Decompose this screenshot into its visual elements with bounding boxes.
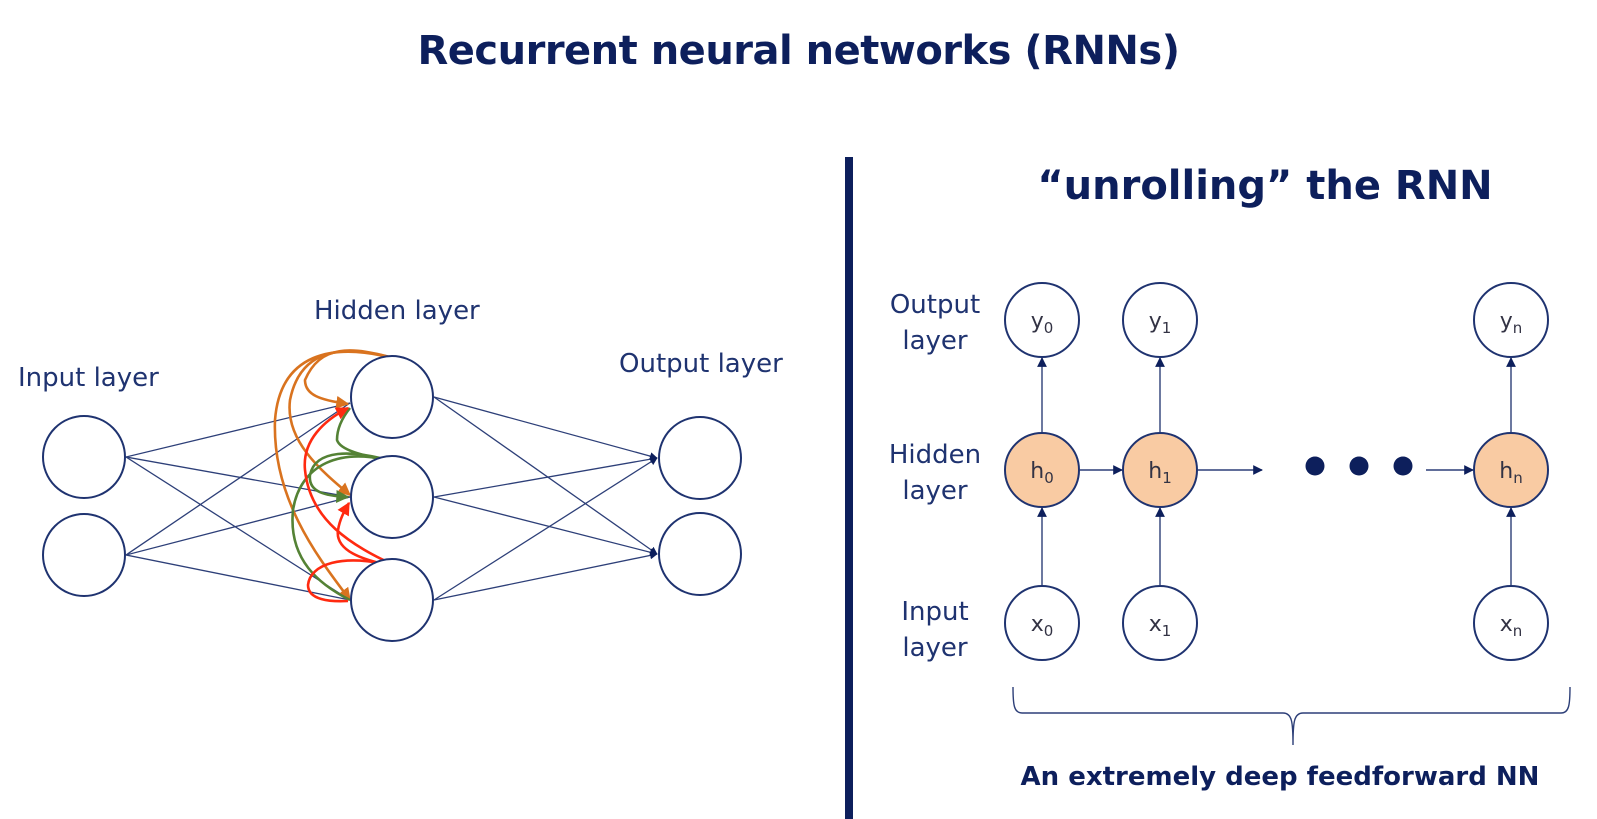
ellipsis-dot <box>1305 456 1325 476</box>
row-label-output-line1: Output <box>889 290 981 320</box>
recurrent-edges-orange <box>273 349 401 602</box>
slide-title: Recurrent neural networks (RNNs) <box>417 28 1180 74</box>
y-node-label: y0 <box>1031 309 1054 337</box>
hidden-nodes <box>350 355 434 642</box>
vertical-arrows <box>1037 357 1516 585</box>
y-node <box>1473 282 1549 358</box>
h-node-label: h1 <box>1148 459 1172 487</box>
hidden-node <box>350 355 434 439</box>
input-node <box>42 415 126 499</box>
unrolling-title: “unrolling” the RNN <box>1037 163 1493 209</box>
h-node <box>1004 432 1080 508</box>
output-node <box>658 416 742 500</box>
output-node <box>658 512 742 596</box>
edge <box>433 455 658 498</box>
hidden-output-edges <box>433 396 658 601</box>
hidden-layer-label: Hidden layer <box>314 296 480 326</box>
edge <box>433 496 658 557</box>
output-layer-label: Output layer <box>619 349 783 379</box>
row-label-input-line2: layer <box>902 633 968 663</box>
x-node-label: xn <box>1500 612 1523 640</box>
h-node-label: h0 <box>1030 459 1054 487</box>
row-label-input: Input layer <box>880 594 990 666</box>
recurrent-edge <box>273 350 401 602</box>
y-node-label: y1 <box>1149 309 1172 337</box>
edge <box>125 456 351 498</box>
hidden-node <box>350 455 434 539</box>
row-label-hidden-line1: Hidden <box>888 440 982 470</box>
row-label-output: Output layer <box>880 287 990 359</box>
recurrent-edge <box>303 406 399 569</box>
edge <box>125 456 351 601</box>
section-divider <box>845 157 853 819</box>
y-node-label: yn <box>1500 309 1523 337</box>
hidden-node <box>350 558 434 642</box>
input-node <box>42 513 126 597</box>
timestep-column: y0 h0 x0 <box>1004 282 1080 661</box>
curly-brace <box>1012 686 1571 746</box>
y-node <box>1122 282 1198 358</box>
x-node <box>1122 585 1198 661</box>
edge <box>125 496 351 556</box>
row-label-output-line2: layer <box>902 326 968 356</box>
edge <box>125 402 351 458</box>
x-node-label: x1 <box>1149 612 1172 640</box>
h-node-label: hn <box>1499 459 1522 487</box>
edge <box>433 396 658 555</box>
recurrent-edges-red <box>303 406 399 603</box>
ellipsis-dot <box>1349 456 1369 476</box>
folded-rnn-diagram <box>42 349 742 642</box>
row-label-hidden-line2: layer <box>902 476 968 506</box>
timestep-column: y1 h1 x1 <box>1122 282 1198 661</box>
x-node <box>1473 585 1549 661</box>
unrolled-caption: An extremely deep feedforward NN <box>1020 762 1540 792</box>
x-node <box>1004 585 1080 661</box>
input-nodes <box>42 415 126 597</box>
y-node <box>1004 282 1080 358</box>
edge <box>125 554 351 601</box>
ellipsis-dot <box>1393 456 1413 476</box>
edge <box>125 402 351 556</box>
ellipsis-dots <box>1305 456 1413 476</box>
row-label-hidden: Hidden layer <box>880 437 990 509</box>
h-node <box>1122 432 1198 508</box>
recurrent-edge <box>306 559 399 603</box>
timestep-columns: y0 h0 x0 y1 h1 x1 yn hn xn <box>1004 282 1549 661</box>
row-label-input-line1: Input <box>901 597 969 627</box>
output-nodes <box>658 416 742 596</box>
edge <box>433 551 658 601</box>
edge <box>433 457 658 601</box>
h-node <box>1473 432 1549 508</box>
edge <box>433 396 658 460</box>
timestep-column: yn hn xn <box>1473 282 1549 661</box>
input-hidden-edges <box>125 402 351 601</box>
x-node-label: x0 <box>1031 612 1054 640</box>
recurrent-edge <box>291 455 399 602</box>
input-layer-label: Input layer <box>18 363 159 393</box>
